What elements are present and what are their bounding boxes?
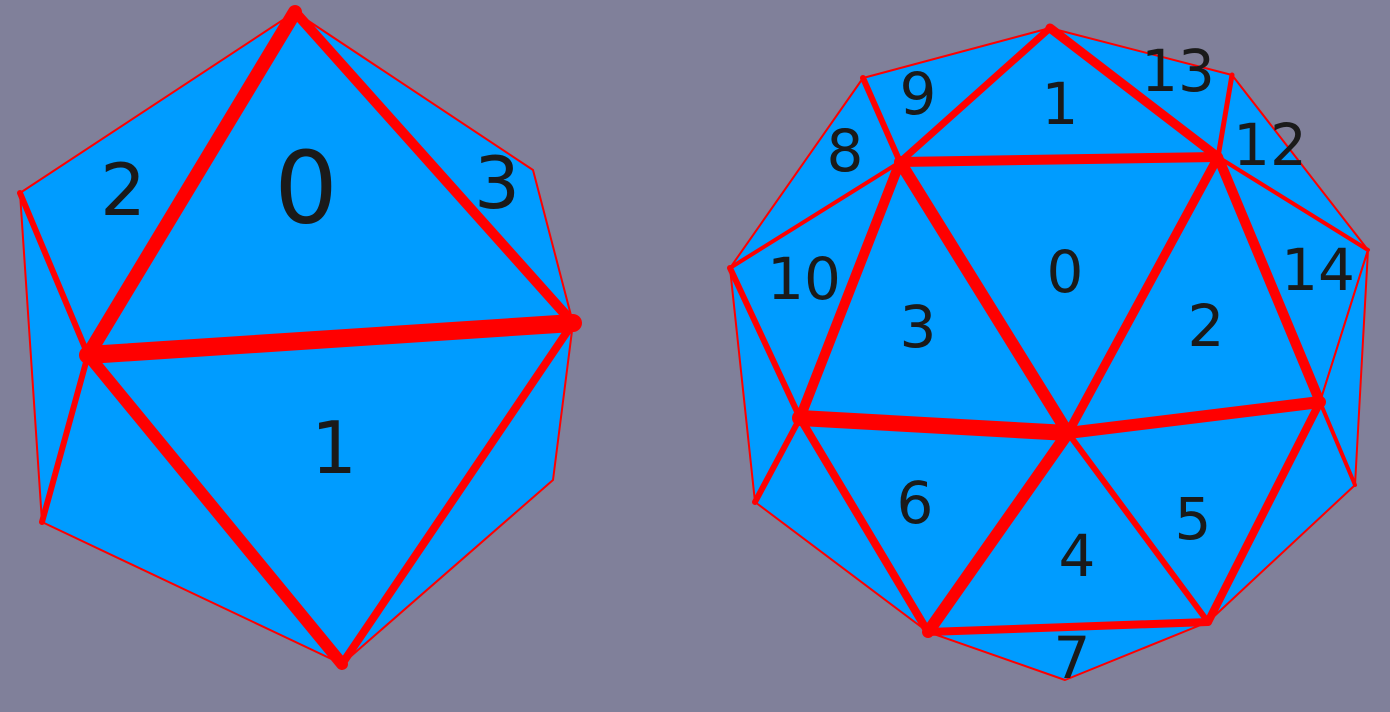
- left-edge-2: [290, 7, 578, 328]
- left-edge-5: [17, 190, 91, 358]
- right-edge-20: [1318, 400, 1357, 487]
- left-face-label-2: 2: [100, 148, 146, 232]
- right-face-label-11: 12: [1233, 111, 1307, 179]
- right-edge-11: [1065, 430, 1211, 625]
- right-face-label-10: 10: [767, 245, 841, 313]
- right-edge-13: [924, 618, 1212, 636]
- right-edge-9: [796, 414, 932, 636]
- right-edge-2: [1045, 23, 1223, 162]
- right-edge-10: [922, 427, 1074, 638]
- left-edge-4: [338, 319, 577, 668]
- right-edge-5: [1063, 152, 1223, 438]
- right-edge-7: [792, 410, 1076, 441]
- right-edge-6: [1213, 152, 1325, 407]
- right-edge-1: [896, 24, 1054, 166]
- left-face-label-3: 3: [474, 141, 520, 225]
- right-face-label-3: 3: [900, 293, 937, 361]
- right-face-label-4: 4: [1059, 522, 1096, 590]
- right-face-label-9: 9: [900, 60, 937, 128]
- right-edge-16: [727, 265, 803, 421]
- right-face-label-2: 2: [1188, 292, 1225, 360]
- right-face-label-13: 14: [1281, 236, 1355, 304]
- left-face-label-0: 0: [274, 130, 338, 247]
- right-face-label-6: 6: [897, 469, 934, 537]
- right-face-label-1: 1: [1042, 70, 1079, 138]
- right-face-label-12: 13: [1141, 37, 1215, 105]
- right-edge-19: [1216, 155, 1370, 252]
- right-edge-8: [1062, 396, 1326, 439]
- right-edge-18: [1215, 72, 1235, 160]
- left-edge-6: [39, 352, 91, 525]
- left-face-label-1: 1: [311, 406, 357, 490]
- right-edge-0: [895, 152, 1223, 167]
- right-edge-14: [860, 75, 903, 165]
- left-edge-3: [82, 349, 348, 670]
- right-edge-17: [752, 415, 803, 505]
- right-edge-3: [795, 157, 905, 423]
- right-face-label-5: 5: [1175, 485, 1212, 553]
- right-face-label-7: 7: [1054, 624, 1091, 692]
- left-edge-1: [79, 314, 582, 364]
- right-edge-15: [728, 160, 902, 270]
- right-edge-12: [1204, 398, 1324, 626]
- right-face-label-0: 0: [1047, 238, 1084, 306]
- right-face-label-8: 8: [827, 117, 864, 185]
- left-mesh[interactable]: 0 1 2 3: [17, 5, 582, 670]
- right-edge-4: [894, 156, 1074, 439]
- left-edge-0: [81, 5, 302, 362]
